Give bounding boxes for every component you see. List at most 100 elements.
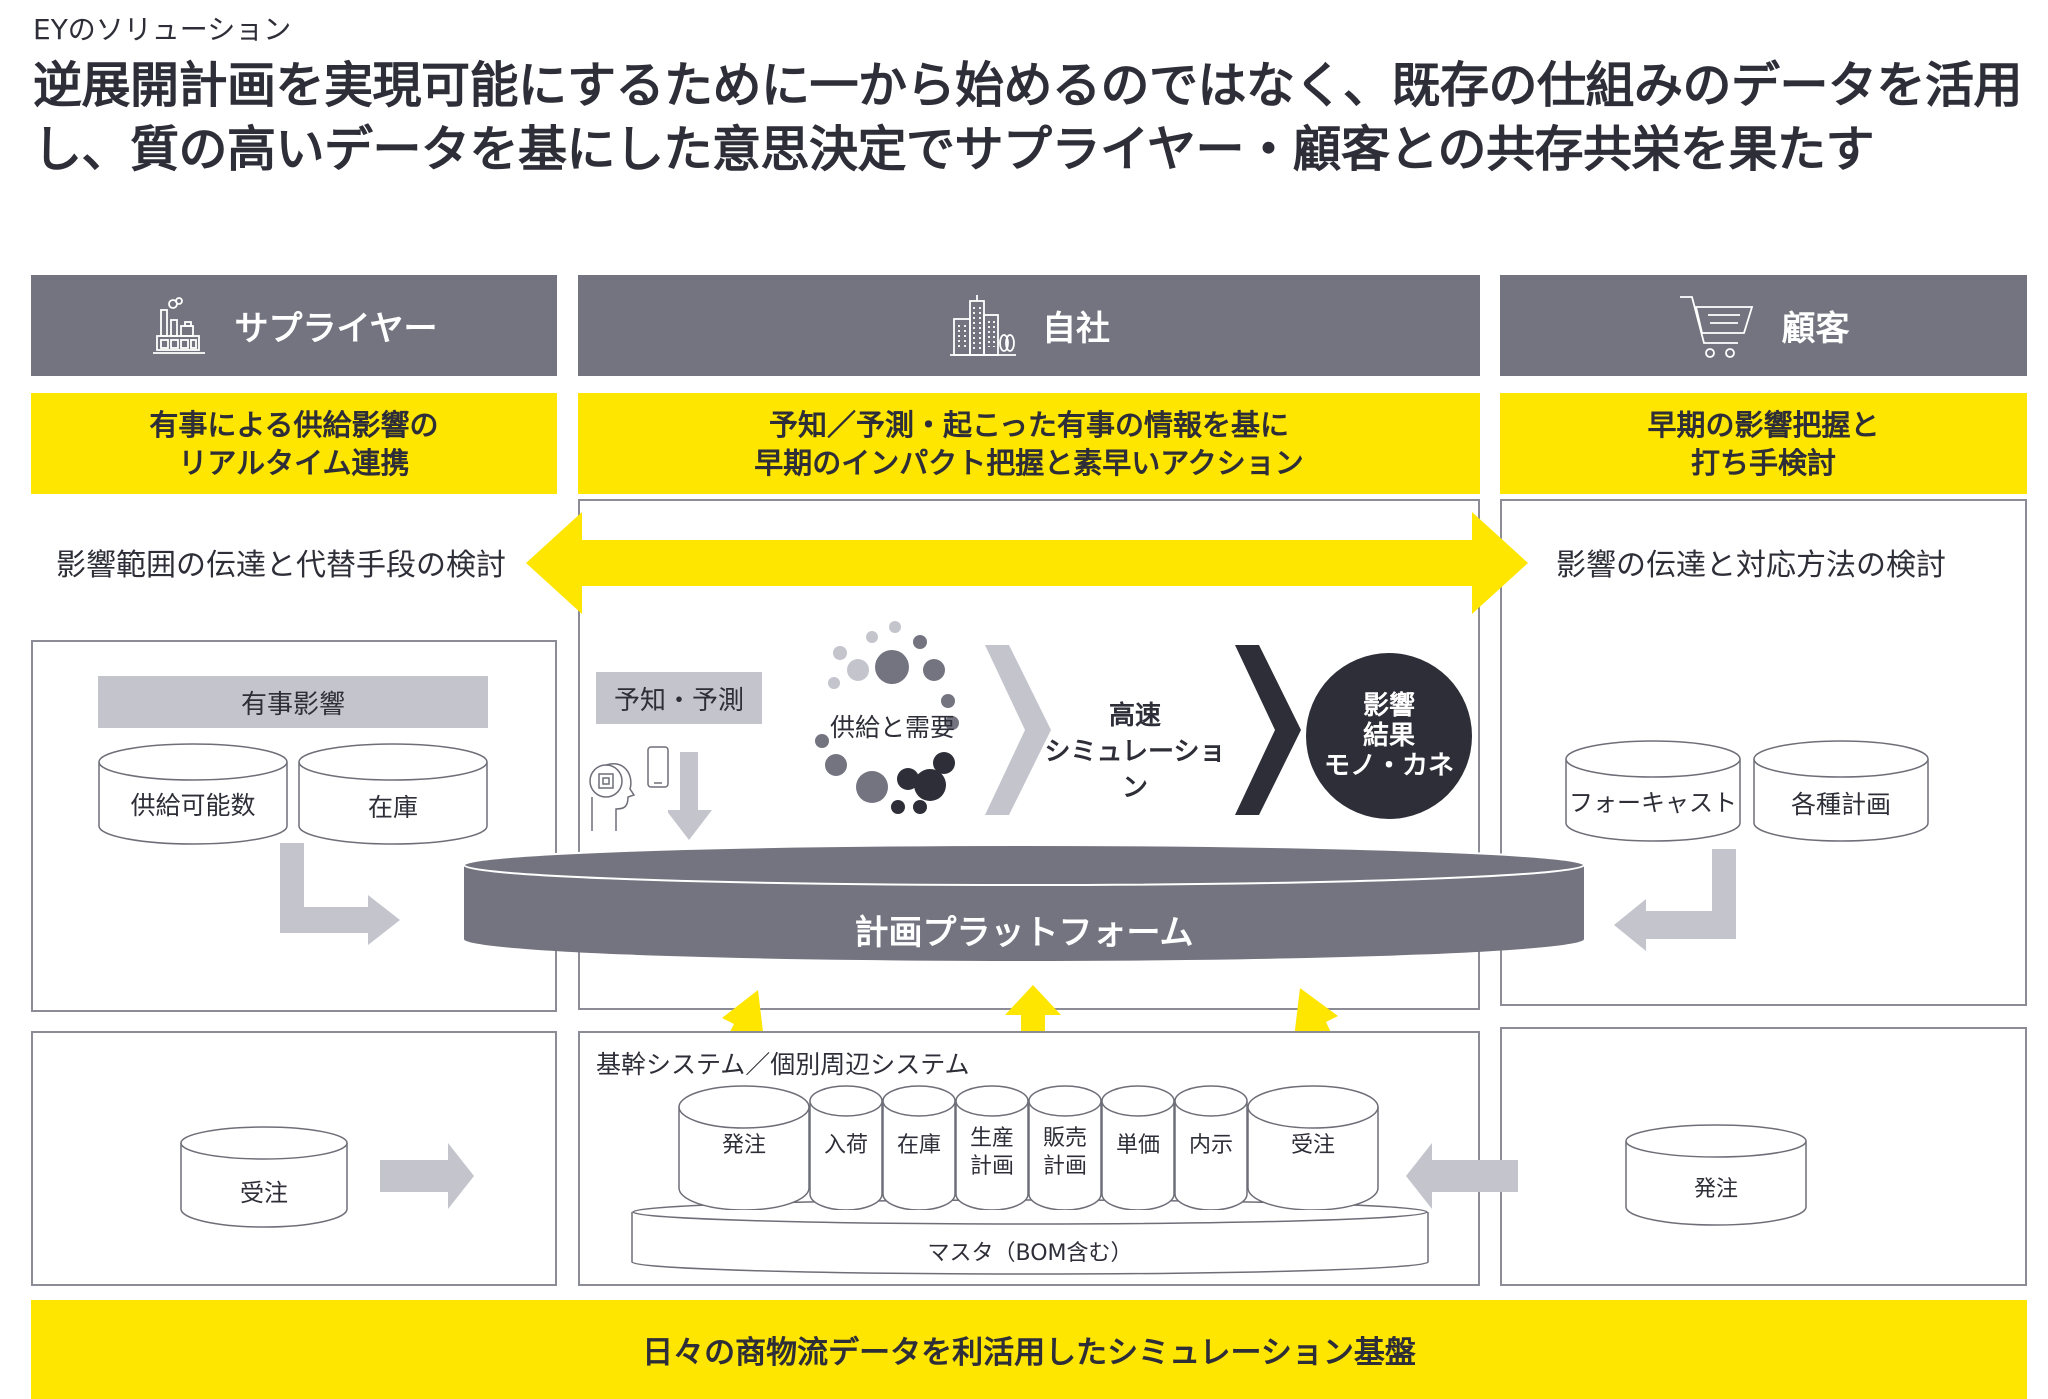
supplier-to-platform-arrow (280, 843, 400, 945)
master-db-label: マスタ（BOM含む） (927, 1241, 1133, 1266)
system-db-label: 生産計画 (955, 1125, 1029, 1181)
database-icon (98, 743, 288, 845)
customer-to-core-arrow (1406, 1143, 1518, 1209)
database-icon (955, 1085, 1029, 1211)
dot (847, 659, 869, 681)
dot (889, 621, 901, 633)
system-db-label-line: 入荷 (823, 1133, 868, 1158)
system-db-label: 販売計画 (1028, 1125, 1102, 1181)
system-db-label-line: 在庫 (896, 1133, 941, 1158)
factory-icon (152, 296, 205, 354)
company-header-label: 自社 (1042, 309, 1110, 349)
database-icon (678, 1085, 810, 1211)
dot (875, 650, 909, 684)
db-label: 各種計画 (1790, 790, 1891, 819)
customer-band-line: 早期の影響把握と (1647, 407, 1880, 442)
system-db-label-line: 内示 (1188, 1133, 1233, 1158)
supplier-value-band: 有事による供給影響のリアルタイム連携 (31, 393, 557, 494)
customer-flow-text: 影響の伝達と対応方法の検討 (1556, 548, 1946, 583)
system-db-column: 単価 (1101, 1085, 1175, 1211)
system-db-label-line: 単価 (1115, 1133, 1160, 1158)
db-label: 発注 (1693, 1177, 1738, 1202)
dot (815, 734, 829, 748)
supplier-header: サプライヤー (31, 275, 557, 376)
system-db-label: 入荷 (809, 1132, 883, 1160)
supply-demand-label: 供給と需要 (830, 713, 956, 742)
system-db-column: 生産計画 (955, 1085, 1029, 1211)
database-icon (1174, 1085, 1248, 1211)
dot (913, 635, 927, 649)
chevron-light (985, 645, 1051, 815)
db-label: 受注 (240, 1179, 288, 1207)
platform-label: 計画プラットフォーム (854, 913, 1194, 953)
customer-band-line: 打ち手検討 (1690, 445, 1836, 480)
bidirectional-arrow (526, 512, 1528, 614)
dot (933, 752, 955, 774)
dot (923, 659, 945, 681)
customer-header-label: 顧客 (1781, 309, 1850, 349)
database-icon (1247, 1085, 1379, 1211)
simulation-line: シミュレーション (1044, 737, 1226, 803)
system-db-column: 内示 (1174, 1085, 1248, 1211)
supplier-band-line: リアルタイム連携 (178, 445, 410, 480)
supplier-band-line: 有事による供給影響の (149, 407, 439, 442)
supply-capacity-db: 供給可能数 (98, 742, 288, 846)
customer-value-band: 早期の影響把握と打ち手検討 (1500, 393, 2027, 494)
supply-demand-dots (815, 621, 959, 814)
office-building-icon (950, 294, 1016, 356)
forecast-db: フォーキャスト (1565, 739, 1741, 843)
customer-to-platform-arrow (1614, 849, 1736, 951)
impact-result-circle: 影響 結果 モノ・カネ (1306, 653, 1472, 819)
company-band-line: 予知／予測・起こった有事の情報を基に (769, 407, 1289, 442)
simulation-line: 高速 (1108, 701, 1161, 731)
database-icon (180, 1126, 348, 1228)
plans-db: 各種計画 (1753, 739, 1929, 843)
database-icon (298, 743, 488, 845)
system-db-column: 販売計画 (1028, 1085, 1102, 1211)
forecast-label: 予知・予測 (596, 672, 762, 724)
system-db-column: 発注 (678, 1085, 810, 1211)
core-systems-label: 基幹システム／個別周辺システム (596, 1050, 970, 1079)
system-db-label: 在庫 (882, 1132, 956, 1160)
system-db-label-line: 生産 (969, 1126, 1014, 1151)
page-title: 逆展開計画を実現可能にするために一から始めるのではなく、既存の仕組みのデータを活… (33, 57, 2023, 178)
db-label: 供給可能数 (130, 791, 256, 820)
simulation-label: 高速 シミュレーション (1040, 698, 1230, 806)
dot (891, 800, 905, 814)
dot (833, 646, 847, 660)
result-line: 結果 (1362, 721, 1415, 751)
forecast-down-arrow (668, 752, 712, 840)
received-order-db: 受注 (180, 1125, 348, 1229)
dot (828, 677, 840, 689)
db-label: 在庫 (367, 793, 418, 822)
system-db-label: 単価 (1101, 1132, 1175, 1160)
system-db-label-line: 計画 (1042, 1154, 1087, 1179)
dot (897, 768, 919, 790)
database-icon (809, 1085, 883, 1211)
supplier-to-core-arrow (380, 1143, 474, 1209)
supplier-header-label: サプライヤー (234, 309, 438, 349)
database-icon (1565, 740, 1741, 842)
database-icon (1101, 1085, 1175, 1211)
system-db-label-line: 販売 (1042, 1126, 1087, 1151)
customer-header: 顧客 (1500, 275, 2027, 376)
inventory-db: 在庫 (298, 742, 488, 846)
dot (856, 771, 888, 803)
impact-label: 有事影響 (98, 676, 488, 728)
purchase-order-db: 発注 (1625, 1123, 1807, 1227)
supplier-flow-text: 影響範囲の伝達と代替手段の検討 (56, 548, 506, 583)
database-icon (1753, 740, 1929, 842)
dot (913, 800, 927, 814)
dot (945, 716, 959, 730)
system-db-column: 入荷 (809, 1085, 883, 1211)
dot (825, 754, 847, 776)
company-band-line: 早期のインパクト把握と素早いアクション (754, 445, 1304, 480)
system-db-label-line: 発注 (721, 1133, 766, 1158)
dot (866, 631, 878, 643)
system-db-column: 在庫 (882, 1085, 956, 1211)
chevron-dark (1235, 645, 1301, 815)
shopping-cart-icon (1679, 295, 1753, 358)
ai-forecast-icon (589, 746, 669, 831)
db-label: フォーキャスト (1569, 789, 1737, 817)
company-value-band: 予知／予測・起こった有事の情報を基に早期のインパクト把握と素早いアクション (578, 393, 1480, 494)
